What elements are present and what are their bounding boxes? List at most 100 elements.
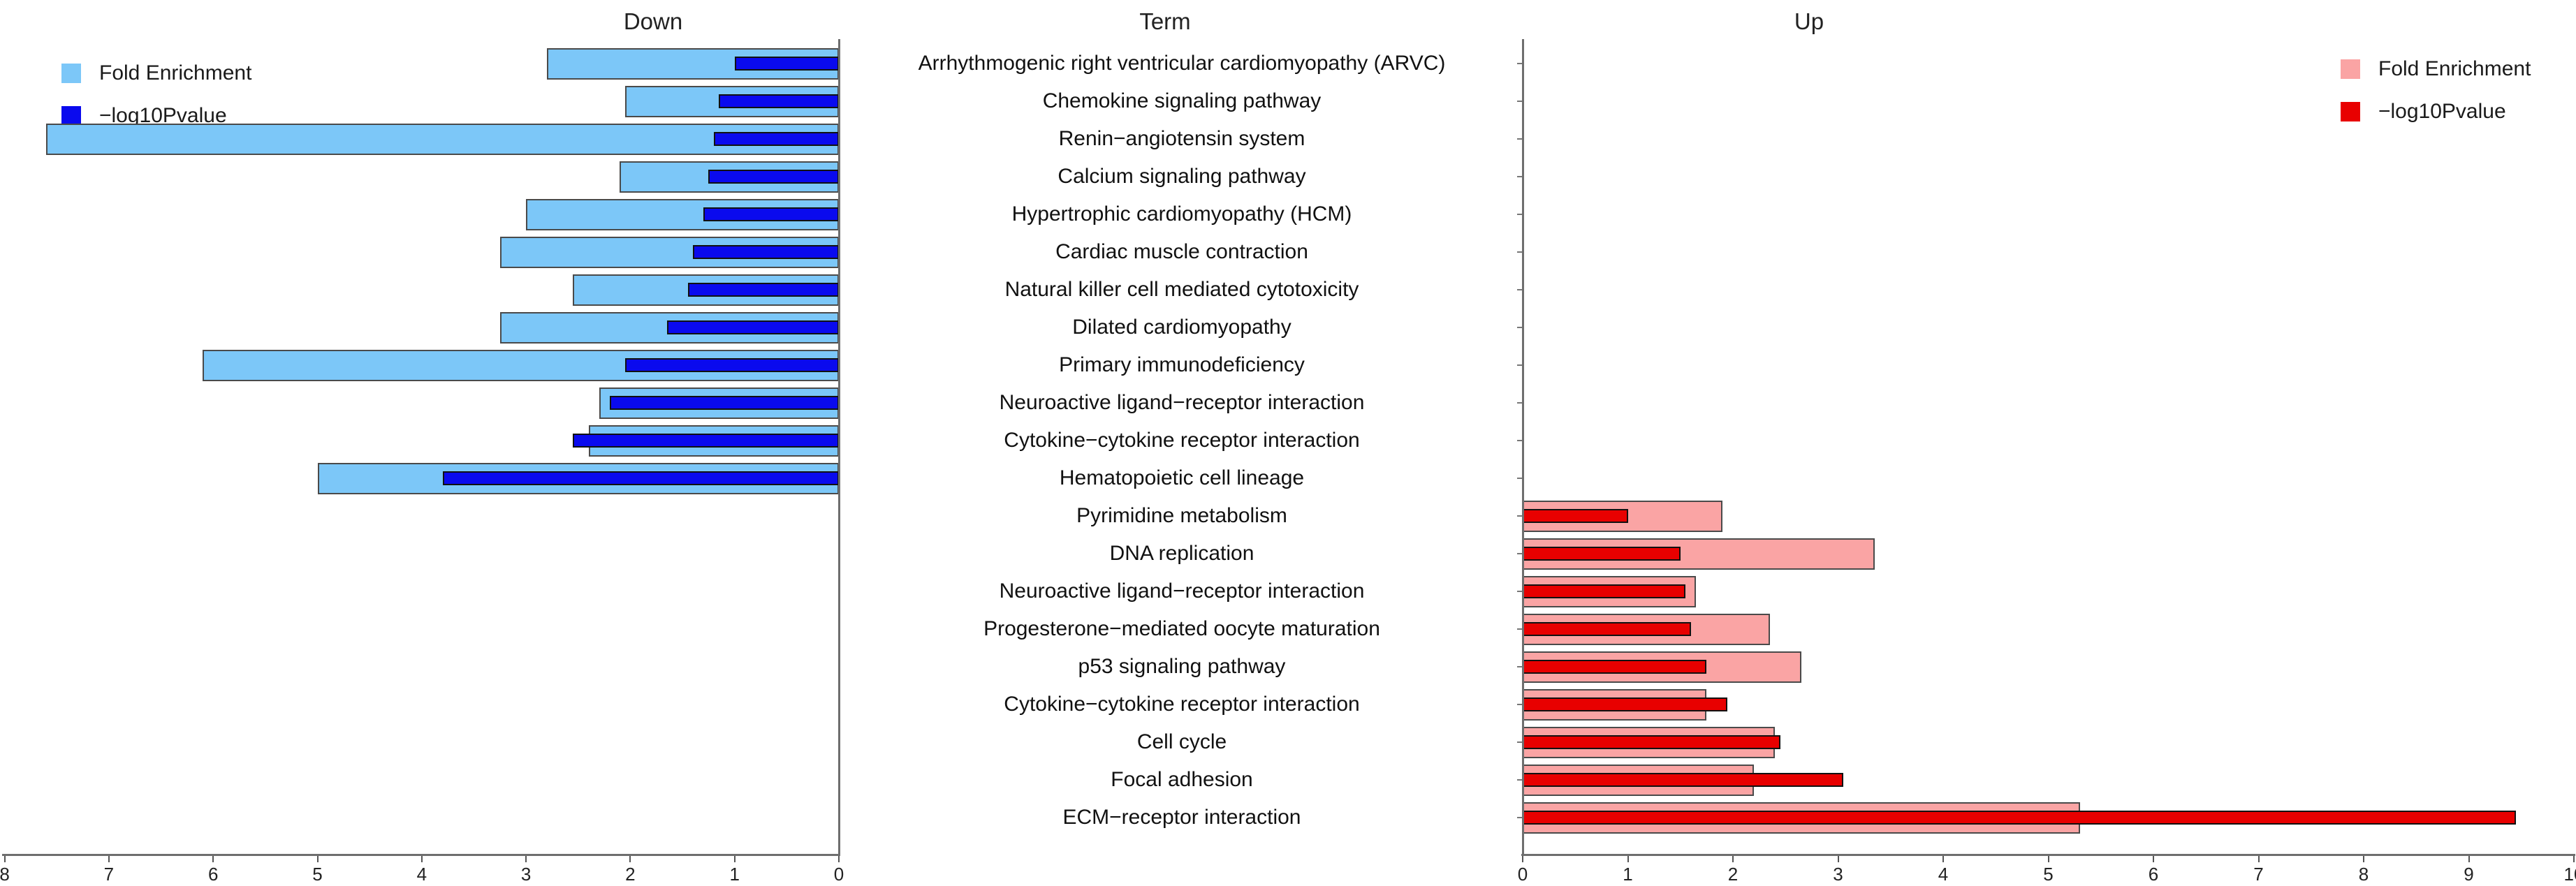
- up-axis-tick-label: 8: [2358, 864, 2369, 885]
- term-label: Cell cycle: [1136, 730, 1227, 753]
- up-axis-row-tick: [1517, 478, 1523, 479]
- up-axis-tick-label: 6: [2148, 864, 2159, 885]
- up-axis-tick: [2573, 856, 2575, 862]
- up-axis-row-tick: [1517, 666, 1523, 667]
- up-axis-tick: [2047, 856, 2049, 862]
- down-axis-tick: [733, 856, 736, 862]
- term-label: Pyrimidine metabolism: [1076, 504, 1287, 527]
- down-axis-tick-label: 8: [0, 864, 10, 885]
- up-axis-row-tick: [1517, 779, 1523, 781]
- down-axis-tick-label: 6: [207, 864, 219, 885]
- term-column-title: Term: [1139, 8, 1191, 34]
- up-log10pvalue-bar: [1523, 547, 1681, 561]
- up-axis-row-tick: [1517, 214, 1523, 215]
- down-axis-tick: [838, 856, 840, 862]
- up-log10pvalue-bar: [1523, 697, 1728, 711]
- up-fold-swatch: [2341, 59, 2360, 79]
- up-axis-tick-label: 7: [2253, 864, 2264, 885]
- up-axis-row-tick: [1517, 138, 1523, 140]
- up-log10pvalue-bar: [1523, 622, 1691, 636]
- up-axis-row-tick: [1517, 101, 1523, 102]
- down-axis-tick-label: 1: [729, 864, 740, 885]
- up-axis-row-tick: [1517, 817, 1523, 818]
- term-label: Calcium signaling pathway: [1058, 165, 1306, 188]
- down-axis-tick: [316, 856, 319, 862]
- up-axis-tick: [2363, 856, 2364, 862]
- up-fold-label: Fold Enrichment: [2378, 57, 2531, 80]
- down-axis-tick: [108, 856, 110, 862]
- term-label: Cardiac muscle contraction: [1055, 240, 1308, 263]
- term-label: Arrhythmogenic right ventricular cardiom…: [918, 52, 1446, 75]
- term-label: Cytokine−cytokine receptor interaction: [1004, 429, 1360, 452]
- up-axis-row-tick: [1517, 628, 1523, 630]
- down-axis-tick-label: 5: [312, 864, 323, 885]
- down-axis-tick-label: 7: [103, 864, 115, 885]
- term-label: ECM−receptor interaction: [1062, 806, 1301, 829]
- up-axis-tick: [1732, 856, 1734, 862]
- up-axis-tick: [2257, 856, 2260, 862]
- down-x-axis: [1, 854, 840, 856]
- down-log10pvalue-bar: [687, 283, 839, 297]
- up-panel-title: Up: [1794, 8, 1824, 34]
- down-log10pvalue-bar: [609, 396, 839, 410]
- down-log10pvalue-bar: [573, 434, 839, 448]
- down-axis-tick-label: 3: [520, 864, 532, 885]
- term-label: Natural killer cell mediated cytotoxicit…: [1004, 278, 1359, 301]
- term-label: Neuroactive ligand−receptor interaction: [999, 579, 1365, 603]
- up-log10pvalue-bar: [1523, 735, 1780, 749]
- down-axis-tick: [525, 856, 527, 862]
- up-axis-row-tick: [1517, 704, 1523, 705]
- up-axis-tick-label: 3: [1833, 864, 1843, 885]
- up-axis-row-tick: [1517, 402, 1523, 404]
- down-axis-tick: [629, 856, 631, 862]
- up-pvalue-swatch: [2341, 102, 2360, 121]
- up-axis-tick-label: 4: [1938, 864, 1949, 885]
- up-axis-row-tick: [1517, 364, 1523, 366]
- up-axis-tick-label: 2: [1727, 864, 1739, 885]
- down-log10pvalue-bar: [624, 358, 839, 372]
- up-axis-tick: [1942, 856, 1944, 862]
- up-axis-row-tick: [1517, 741, 1523, 743]
- down-fold-enrichment-bar: [46, 123, 839, 155]
- up-axis-tick-label: 5: [2043, 864, 2054, 885]
- up-axis-row-tick: [1517, 176, 1523, 177]
- down-log10pvalue-bar: [713, 132, 839, 146]
- down-axis-tick-label: 0: [833, 864, 844, 885]
- up-axis-tick-label: 0: [1517, 864, 1528, 885]
- down-log10pvalue-bar: [703, 207, 839, 221]
- up-axis-row-tick: [1517, 515, 1523, 517]
- up-pvalue-label: −log10Pvalue: [2378, 100, 2506, 123]
- up-axis-row-tick: [1517, 289, 1523, 290]
- up-log10pvalue-bar: [1523, 509, 1628, 523]
- down-axis-tick-label: 4: [416, 864, 427, 885]
- up-legend-pvalue-row: −log10Pvalue: [2341, 100, 2506, 124]
- down-axis-tick: [420, 856, 423, 862]
- up-log10pvalue-bar: [1523, 811, 2517, 825]
- down-panel-spine: [838, 39, 840, 854]
- up-axis-row-tick: [1517, 553, 1523, 554]
- term-label: Renin−angiotensin system: [1058, 127, 1305, 150]
- down-log10pvalue-bar: [666, 320, 839, 334]
- up-axis-tick: [1522, 856, 1523, 862]
- term-label: Primary immunodeficiency: [1059, 353, 1305, 376]
- term-label: Cytokine−cytokine receptor interaction: [1004, 693, 1360, 716]
- term-label: DNA replication: [1109, 542, 1254, 565]
- up-axis-row-tick: [1517, 440, 1523, 441]
- up-axis-tick: [1627, 856, 1629, 862]
- up-axis-row-tick: [1517, 63, 1523, 64]
- up-log10pvalue-bar: [1523, 660, 1707, 674]
- down-axis-tick: [212, 856, 214, 862]
- down-log10pvalue-bar: [442, 471, 839, 485]
- up-axis-tick-label: 9: [2464, 864, 2474, 885]
- term-label: Neuroactive ligand−receptor interaction: [999, 391, 1365, 414]
- up-log10pvalue-bar: [1523, 773, 1844, 787]
- up-axis-tick: [2468, 856, 2470, 862]
- down-legend-fold-row: Fold Enrichment: [61, 61, 251, 85]
- down-fold-label: Fold Enrichment: [99, 61, 252, 84]
- down-fold-swatch: [61, 64, 81, 83]
- up-axis-row-tick: [1517, 251, 1523, 253]
- down-log10pvalue-bar: [719, 94, 839, 108]
- term-label: Focal adhesion: [1111, 768, 1253, 791]
- down-panel-title: Down: [623, 8, 683, 34]
